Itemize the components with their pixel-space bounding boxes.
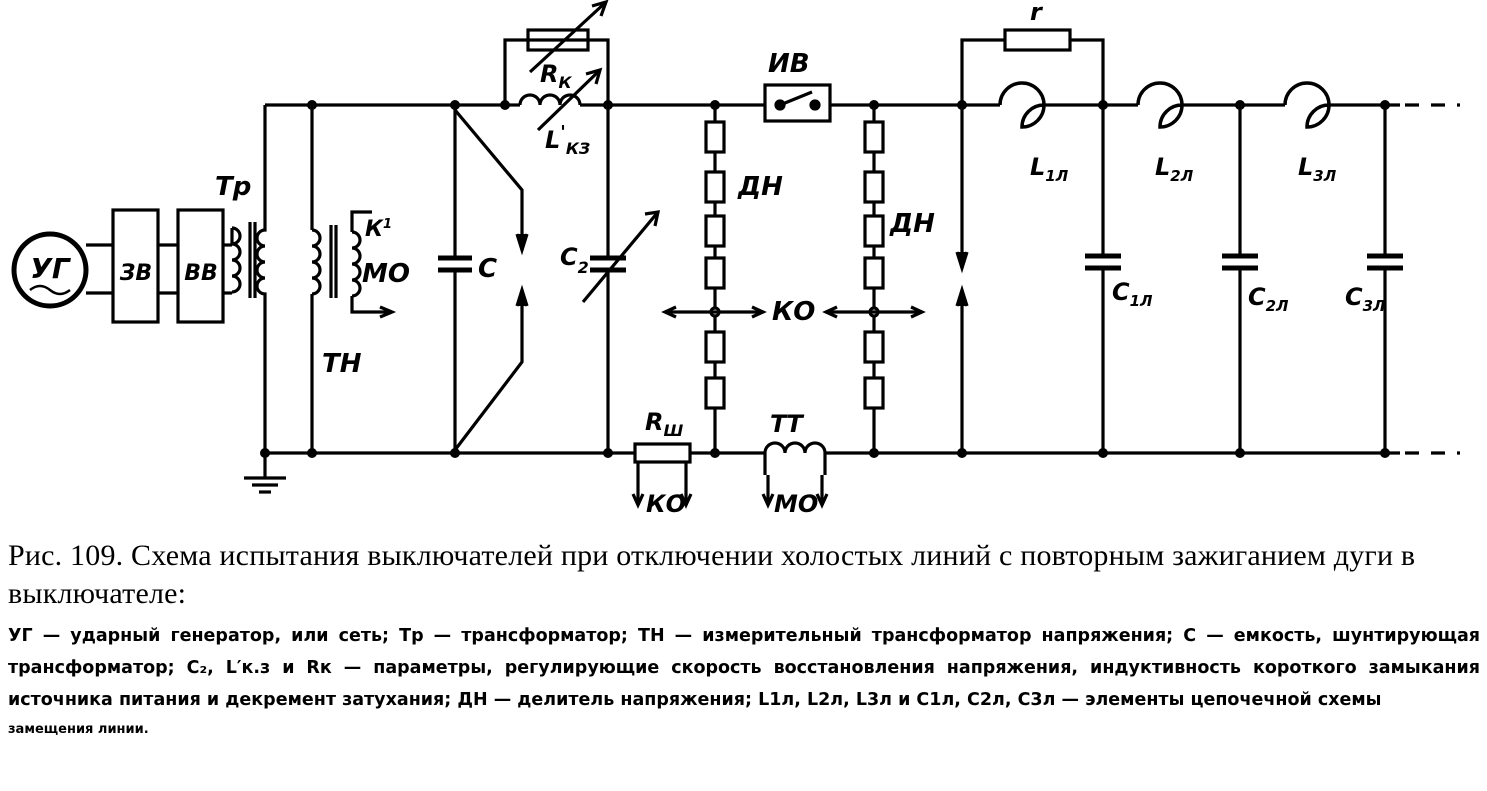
- voltage-divider-left: [661, 105, 767, 453]
- rsh-label: RШ: [645, 408, 683, 440]
- legend-tail-text: замещения линии.: [8, 722, 149, 737]
- r-label: r: [1030, 0, 1044, 26]
- line-capacitor-1: [1085, 105, 1121, 453]
- mo-bottom-label: МО: [774, 490, 818, 518]
- vv-label: ВВ: [184, 261, 218, 286]
- spark-gap: [453, 108, 529, 451]
- line-inductor-2: [1136, 81, 1184, 129]
- ground-symbol: [244, 453, 286, 494]
- k1-label: К1: [365, 217, 392, 242]
- iv-label: ИВ: [768, 49, 810, 79]
- dn-right-label: ДН: [889, 209, 935, 239]
- current-transformer: [761, 441, 829, 509]
- lkz-label: L'КЗ: [545, 122, 590, 158]
- ug-label: УГ: [30, 252, 72, 285]
- test-breaker: [763, 83, 832, 123]
- ko-mid-label: КО: [772, 297, 815, 327]
- junction-dots: [260, 100, 1390, 458]
- capacitor-c2: [581, 105, 661, 453]
- r-resistor: [960, 28, 1105, 105]
- dn-left-label: ДН: [737, 172, 783, 202]
- ko-bottom-label: КО: [646, 490, 686, 518]
- c2-label: С2: [560, 243, 589, 277]
- line-gap: [955, 105, 969, 453]
- mo-label: МО: [362, 259, 410, 289]
- closing-switch-box: [111, 208, 160, 324]
- line-inductor-3: [1283, 81, 1331, 129]
- impulse-generator: [11, 231, 113, 309]
- tn-label: ТН: [322, 349, 362, 379]
- shunt-resistor: [631, 442, 693, 509]
- circuit-diagram: УГ ЗВ ВВ Тр К1 МО ТН С: [11, 0, 1460, 518]
- capacitor-c: [438, 105, 472, 453]
- c1l-label: С1Л: [1112, 278, 1153, 310]
- line-capacitor-2: [1222, 105, 1258, 453]
- c-label: С: [478, 254, 497, 284]
- figure-legend: УГ — ударный генератор, или сеть; Тр — т…: [8, 620, 1480, 744]
- figure-caption-title: Рис. 109. Схема испытания выключателей п…: [8, 539, 1416, 610]
- l2-label: L2Л: [1155, 153, 1194, 185]
- l3-label: L3Л: [1298, 153, 1337, 185]
- transformer-coils: [230, 105, 267, 453]
- breaker-box: [176, 208, 225, 324]
- zv-label: ЗВ: [119, 261, 152, 286]
- voltage-transformer: [310, 105, 397, 453]
- line-inductor-1: [998, 81, 1046, 129]
- c3l-label: С3Л: [1345, 283, 1386, 315]
- c2l-label: С2Л: [1248, 283, 1289, 315]
- voltage-divider-right: [822, 105, 926, 453]
- rk-lkz-branch: [503, 0, 610, 132]
- tr-label: Тр: [215, 172, 251, 202]
- tt-label: ТТ: [770, 410, 804, 438]
- l1-label: L1Л: [1030, 153, 1069, 185]
- legend-main-text: УГ — ударный генератор, или сеть; Тр — т…: [8, 626, 1480, 710]
- line-capacitor-3: [1367, 105, 1403, 453]
- rk-label: RК: [540, 60, 572, 92]
